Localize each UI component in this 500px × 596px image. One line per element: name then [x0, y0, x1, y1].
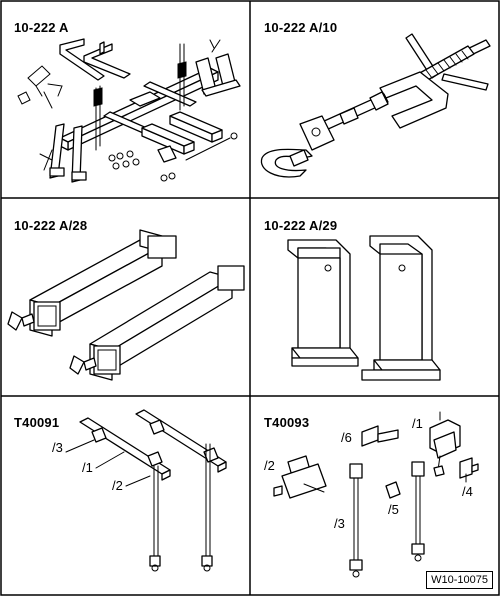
callout-t40093-5: /5 — [388, 502, 399, 517]
panel-title-10-222-a29: 10-222 A/29 — [264, 218, 338, 233]
right-stand — [195, 39, 241, 97]
bow-bracket — [379, 71, 449, 129]
callout-t40093-4: /4 — [462, 484, 473, 499]
extension-tubes — [141, 111, 223, 163]
callout-t40093-3: /3 — [334, 516, 345, 531]
loose-brackets — [17, 65, 63, 109]
panel-title-t40091: T40091 — [14, 415, 60, 430]
left-stand — [39, 123, 87, 183]
cross-beams — [103, 81, 197, 137]
beam-spindles — [93, 43, 187, 151]
panel-title-10-222-a: 10-222 A — [14, 20, 69, 35]
callout-t40091-3: /3 — [52, 440, 63, 455]
rail-pieces — [59, 38, 131, 81]
panel-title-10-222-a28: 10-222 A/28 — [14, 218, 88, 233]
callout-t40091-1: /1 — [82, 460, 93, 475]
part-5 — [385, 481, 401, 499]
part-6 — [361, 425, 399, 447]
hook — [260, 115, 335, 178]
part-3-right-rod — [411, 461, 425, 562]
part-4 — [459, 457, 479, 483]
callout-t40093-1: /1 — [412, 416, 423, 431]
lower-tube — [69, 265, 245, 381]
callout-t40093-2: /2 — [264, 458, 275, 473]
hanging-rods — [149, 443, 213, 572]
callout-t40091-2: /2 — [112, 478, 123, 493]
left-bracket — [287, 239, 359, 367]
front-beam — [79, 417, 171, 481]
panel-title-10-222-a10: 10-222 A/10 — [264, 20, 338, 35]
chains-and-pins — [108, 132, 238, 182]
part-2 — [273, 455, 327, 499]
part-1 — [429, 411, 461, 477]
panel-title-t40093: T40093 — [264, 415, 310, 430]
upper-tube — [7, 229, 177, 337]
rear-beam — [135, 409, 227, 473]
part-3-left-rod — [349, 463, 363, 578]
figure-reference-number: W10-10075 — [426, 571, 493, 589]
right-bracket — [361, 235, 441, 381]
callout-t40093-6: /6 — [341, 430, 352, 445]
